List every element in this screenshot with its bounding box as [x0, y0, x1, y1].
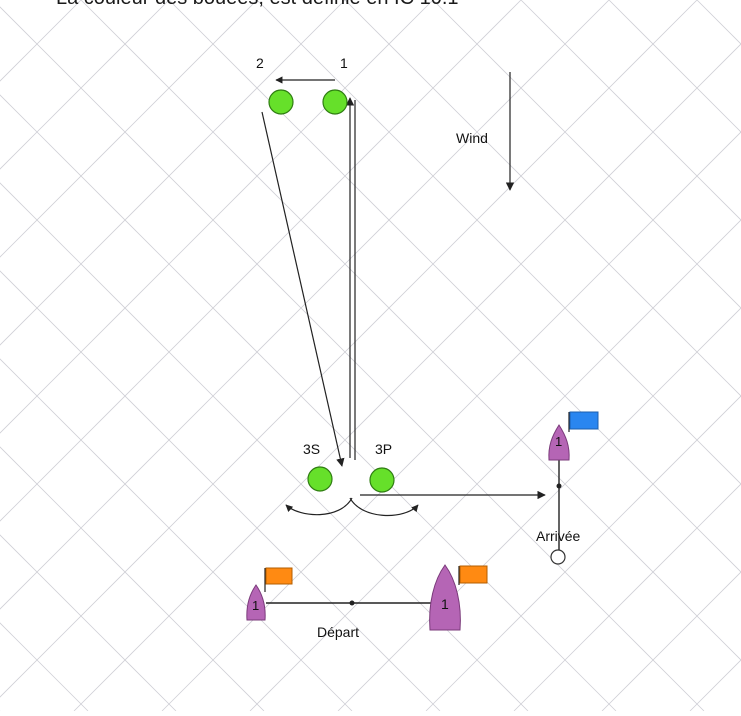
grid-line	[432, 0, 741, 309]
start-pin-boat-number: 1	[252, 598, 259, 613]
grid-line	[0, 94, 617, 712]
mark-3s-buoy	[307, 466, 333, 492]
mark-1-buoy	[322, 89, 348, 115]
start-committee-boat-hull	[429, 564, 461, 631]
finish-flag-blue	[569, 411, 599, 430]
start-committee-flag-orange	[459, 565, 488, 584]
grid-line	[249, 219, 741, 712]
grid-line	[608, 0, 741, 133]
grid-line	[0, 534, 177, 712]
grid-line	[168, 0, 741, 573]
wind-indicator: Wind	[456, 72, 515, 191]
mark-2: 2	[256, 55, 294, 115]
diagram-caption: La couleur des bouées, est définie en IC…	[56, 0, 459, 10]
start-pin-boat-hull	[246, 584, 266, 621]
finish-label: Arrivée	[536, 528, 581, 544]
grid-line	[0, 358, 353, 712]
mark-3p-buoy	[369, 467, 395, 493]
grid-line	[161, 131, 741, 712]
mark-3s-label: 3S	[303, 441, 320, 457]
mark-2-buoy	[268, 89, 294, 115]
grid-line	[0, 446, 265, 712]
grid-line	[0, 0, 610, 610]
mark-2-label: 2	[256, 55, 264, 71]
grid-line	[0, 0, 434, 434]
grid-line	[513, 483, 741, 712]
grid-line	[696, 0, 741, 45]
start-pin-flag-orange	[265, 567, 293, 585]
grid-line	[0, 0, 170, 170]
grid-line	[0, 6, 705, 712]
grid-line	[256, 0, 741, 485]
start-pin-boat: 1	[246, 567, 293, 621]
grid-line	[601, 571, 741, 712]
grid-line	[73, 43, 741, 712]
grid-line	[0, 0, 346, 346]
leg-mark-2-to-gate	[261, 111, 345, 467]
grid-line	[344, 0, 741, 397]
grid-line	[80, 0, 741, 661]
start-line-midpoint	[349, 600, 355, 606]
grid-line	[0, 622, 89, 712]
grid-line	[0, 0, 258, 258]
finish-committee-boat: 1	[548, 411, 599, 461]
start-label: Départ	[317, 624, 359, 640]
finish-line-midpoint	[556, 483, 562, 489]
grid-line	[0, 0, 522, 522]
start-committee-boat: 1	[429, 564, 488, 631]
mark-3p: 3P	[369, 441, 395, 493]
gate-rounding-arc-3s	[285, 497, 353, 516]
finish-boat-hull	[548, 424, 570, 461]
grid-line	[520, 0, 741, 221]
grid-line	[0, 182, 529, 712]
start-line-group: 1 1 Départ	[246, 564, 488, 640]
grid-line	[0, 270, 441, 712]
finish-boat-number: 1	[555, 434, 562, 449]
finish-pin-buoy	[550, 549, 566, 565]
start-committee-boat-number: 1	[441, 596, 449, 612]
mark-3p-label: 3P	[375, 441, 392, 457]
mark-1: 1	[322, 55, 348, 115]
grid-line	[0, 0, 698, 698]
gate-rounding-arc-3p	[349, 497, 419, 516]
course-legs	[261, 76, 546, 516]
finish-line-group: 1 Arrivée	[536, 411, 599, 565]
mark-1-label: 1	[340, 55, 348, 71]
wind-label: Wind	[456, 130, 488, 146]
grid-line	[425, 395, 741, 712]
mark-3s: 3S	[303, 441, 333, 492]
